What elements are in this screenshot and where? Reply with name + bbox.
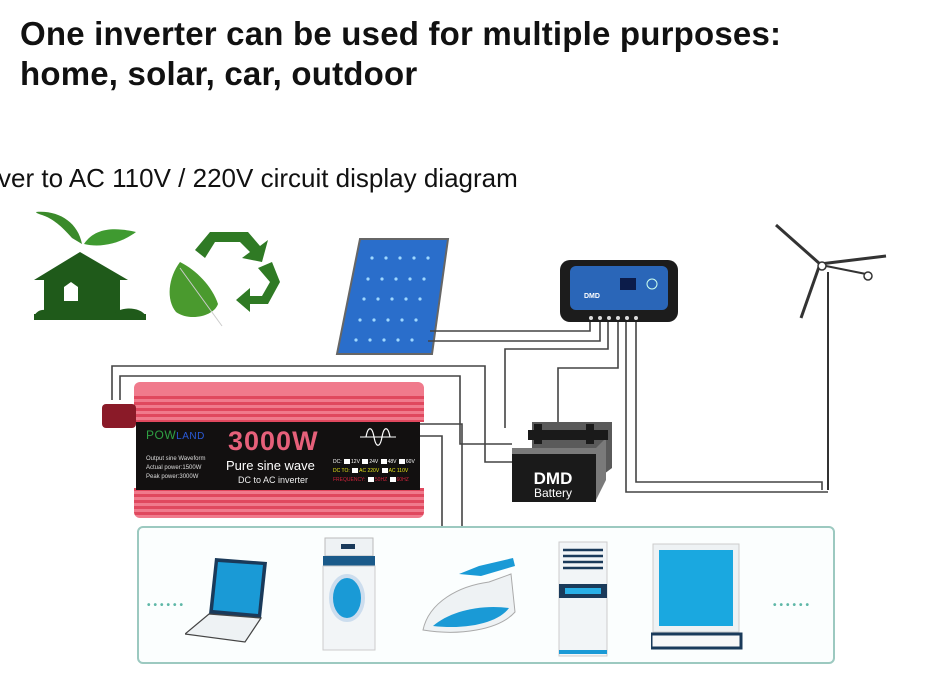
headline-line-2: home, solar, car, outdoor bbox=[20, 55, 418, 92]
waveform-type: Pure sine wave bbox=[226, 458, 315, 473]
eco-house-icon bbox=[34, 211, 146, 320]
television-icon bbox=[651, 543, 743, 650]
wind-turbine-icon bbox=[775, 223, 887, 490]
charge-controller-icon: DMD bbox=[560, 260, 678, 322]
appliances-panel: •••••• •••••• bbox=[137, 526, 835, 664]
solar-panel-icon bbox=[335, 238, 450, 355]
battery-icon bbox=[512, 422, 612, 502]
dots-right: •••••• bbox=[773, 600, 813, 611]
inverter-subtype: DC to AC inverter bbox=[238, 475, 309, 485]
wiring bbox=[111, 322, 828, 526]
recycle-icon bbox=[169, 232, 280, 327]
wattage-label: 3000W bbox=[228, 426, 319, 456]
washing-machine-icon bbox=[322, 537, 376, 651]
headline-line-1: One inverter can be used for multiple pu… bbox=[20, 15, 782, 52]
option-selector: DC: 12V 24V 48V 60V DC TO: AC 220V AC 11… bbox=[333, 459, 415, 483]
battery-label: DMD Battery bbox=[533, 469, 573, 500]
laptop-icon bbox=[185, 558, 267, 643]
inverter: POWLAND Output sine Waveform Actual powe… bbox=[102, 380, 425, 522]
brand-logo: POWLAND bbox=[146, 428, 205, 442]
air-conditioner-icon bbox=[558, 541, 608, 657]
dc-terminal-icon bbox=[102, 404, 136, 428]
sine-wave-icon bbox=[360, 428, 396, 446]
diagram-subtitle: ver to AC 110V / 220V circuit display di… bbox=[0, 163, 518, 193]
iron-icon bbox=[422, 558, 516, 633]
dots-left: •••••• bbox=[147, 600, 187, 611]
inverter-face: POWLAND Output sine Waveform Actual powe… bbox=[136, 422, 420, 490]
headline: One inverter can be used for multiple pu… bbox=[20, 14, 781, 94]
svg-text:DMD: DMD bbox=[584, 293, 600, 300]
spec-list: Output sine Waveform Actual power:1500W … bbox=[146, 456, 206, 480]
